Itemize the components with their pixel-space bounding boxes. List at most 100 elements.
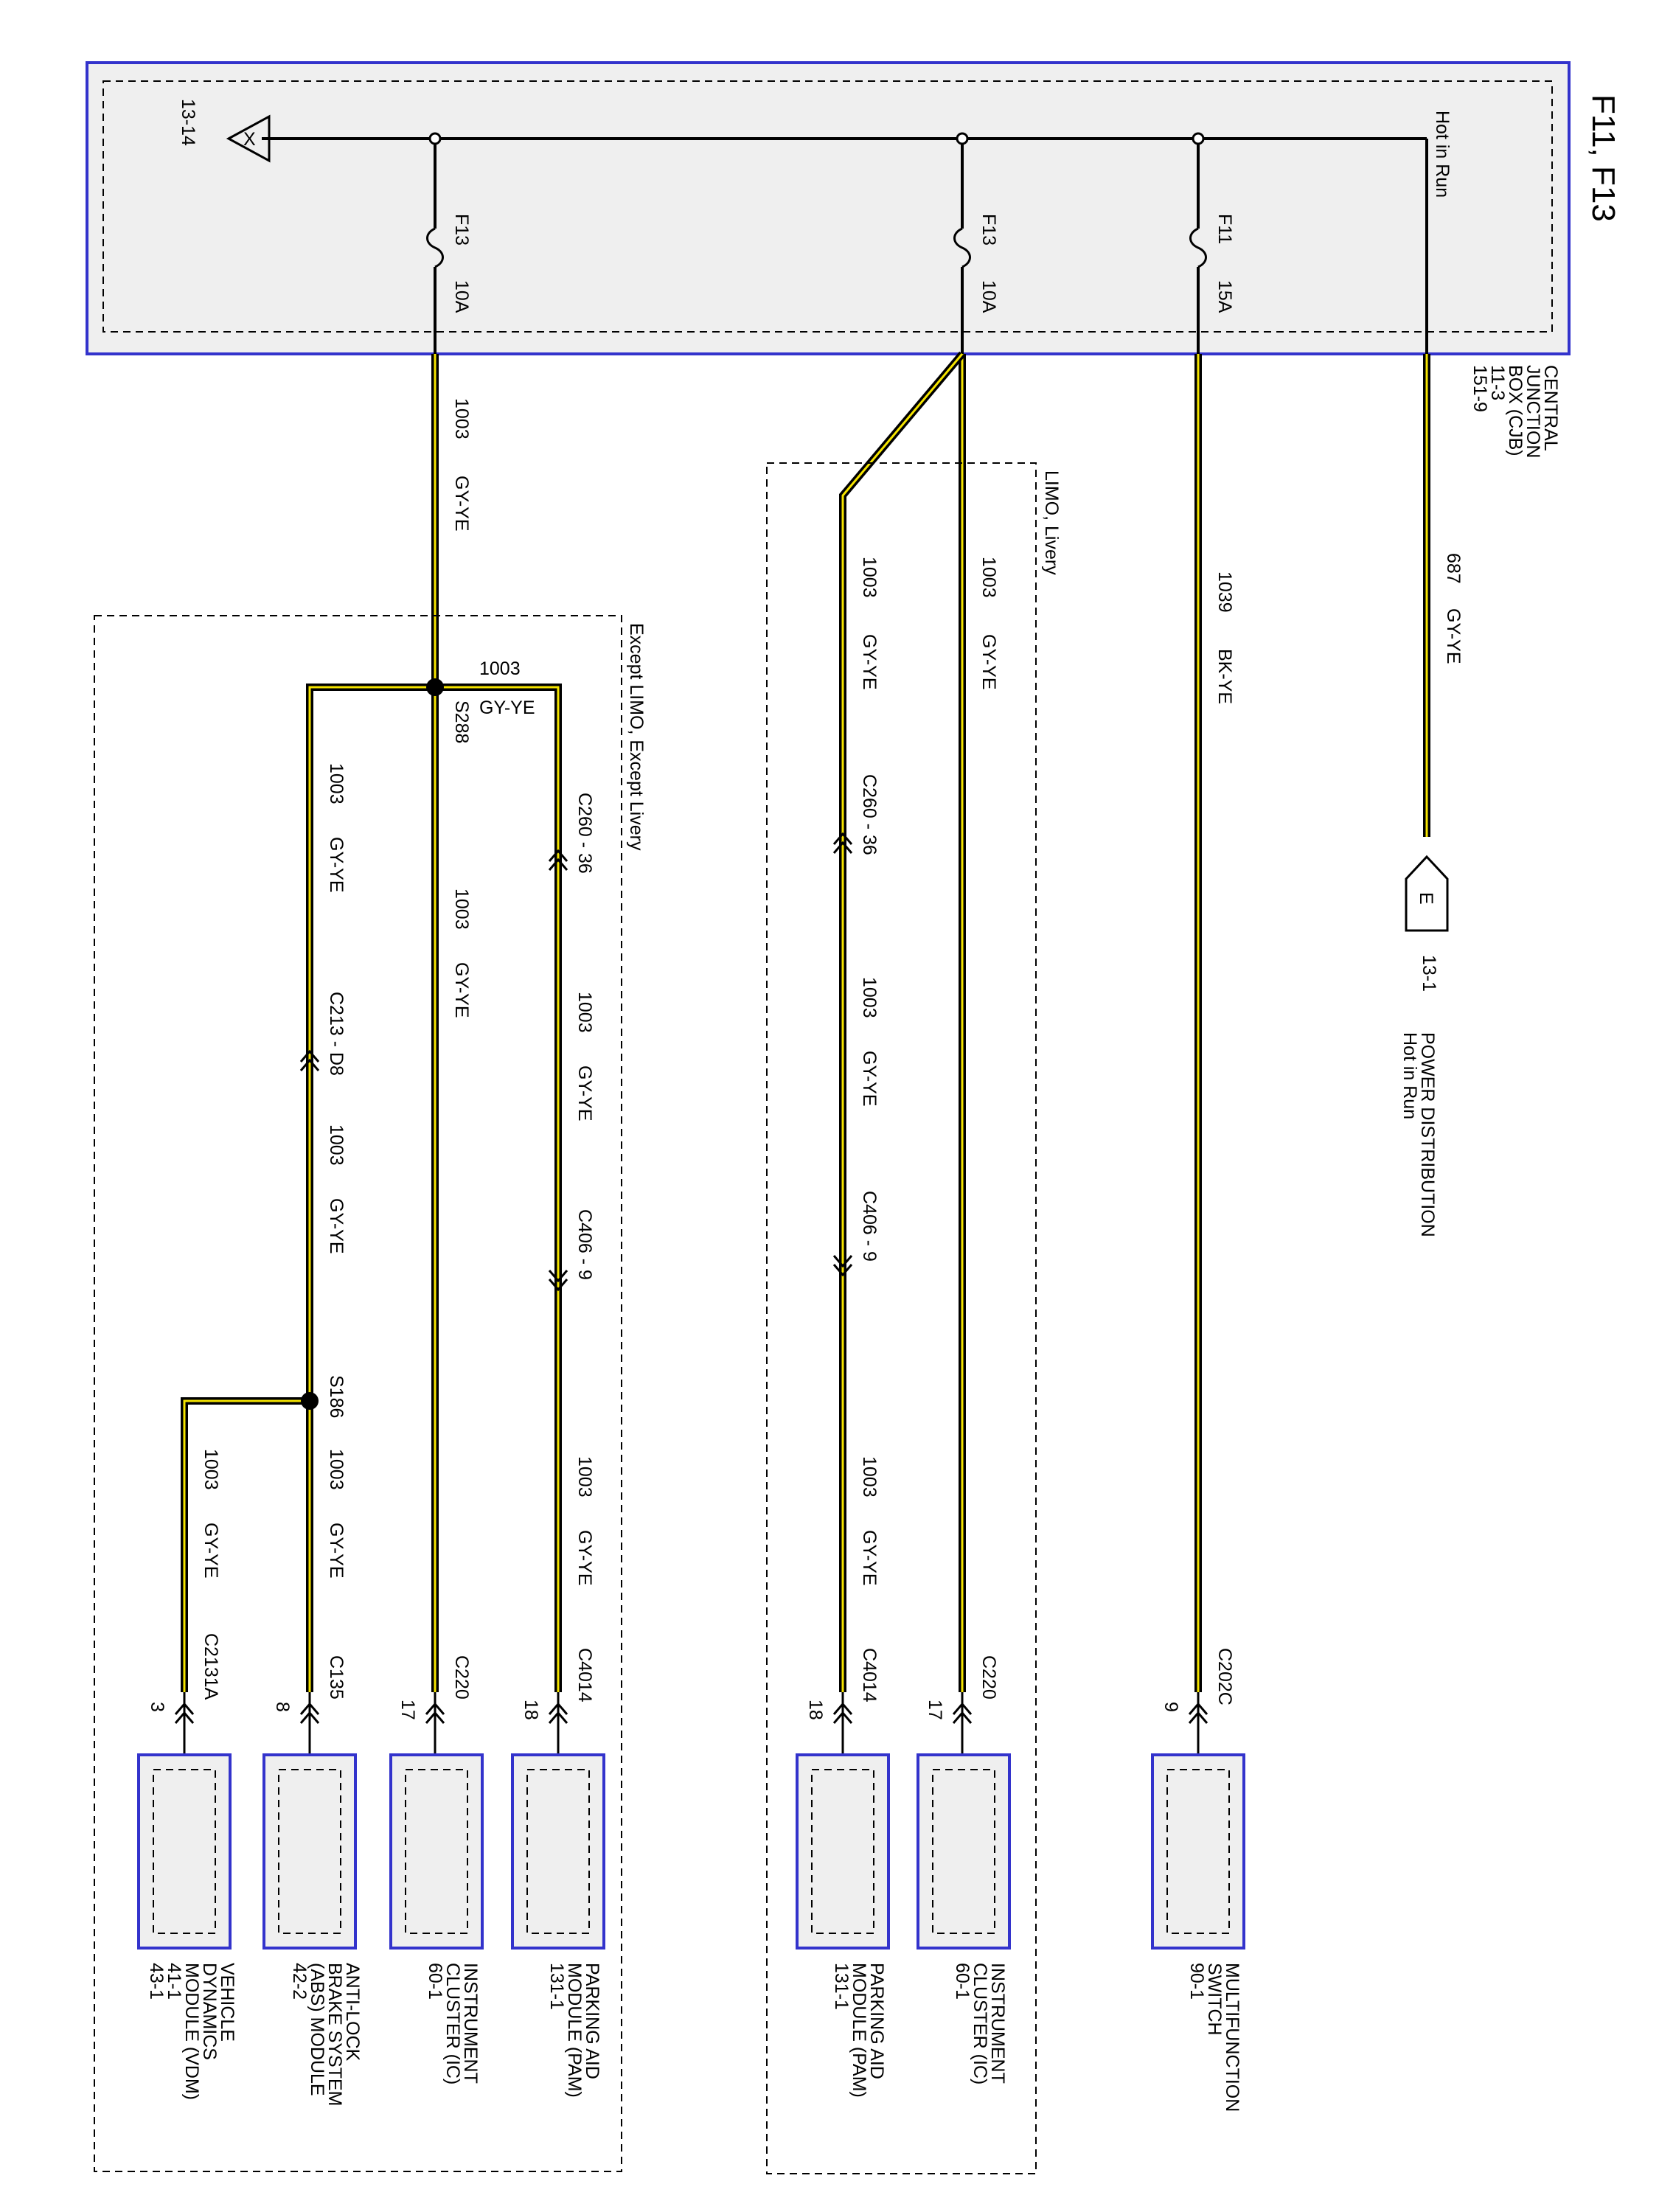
component-label-line: INSTRUMENT — [987, 1963, 1008, 2084]
instrument-cluster-label: INSTRUMENT CLUSTER (IC) 60-1 — [425, 1963, 481, 2084]
abs-module — [262, 1753, 357, 1950]
ground-symbol-label: X — [243, 129, 256, 150]
wire-color-label: BK-YE — [1214, 649, 1235, 704]
fuse-rating: 15A — [1214, 280, 1235, 313]
component-label-line: MODULE (PAM) — [849, 1963, 869, 2098]
cjb-label-line: CENTRAL — [1540, 365, 1561, 451]
wire-circuit-label: 1003 — [326, 1124, 347, 1166]
wire-circuit-label: 1003 — [201, 1449, 221, 1490]
component-label-line: SWITCH — [1204, 1963, 1225, 2036]
wire-color-label: GY-YE — [574, 1530, 595, 1586]
inline-connector-icon — [548, 849, 568, 871]
wire-circuit-label: 1039 — [1214, 571, 1235, 613]
wire-color-label: GY-YE — [1443, 608, 1464, 664]
ground-ref-label: 13-14 — [178, 99, 198, 146]
cjb-label-line: 11-3 — [1487, 365, 1508, 400]
inline-connector-icon — [832, 832, 853, 854]
component-label-line: PARKING AID — [866, 1963, 887, 2079]
component-label-line: MODULE (PAM) — [564, 1963, 585, 2098]
connector-label: C406 - 9 — [574, 1209, 595, 1280]
wire-circuit-label: 1003 — [326, 763, 347, 804]
fuse-icon — [1189, 227, 1207, 268]
wire-1003-vdm — [181, 1397, 310, 1692]
component-label-line: 41-1 — [164, 1963, 184, 2000]
fuse-name: F11 — [1214, 214, 1235, 244]
pin-number: 17 — [397, 1700, 418, 1720]
component-label-line: (ABS) MODULE — [307, 1963, 327, 2096]
component-label-line: MULTIFUNCTION — [1222, 1963, 1242, 2112]
component-label-line: BRAKE SYSTEM — [324, 1963, 345, 2107]
cjb-label-line: JUNCTION — [1523, 365, 1543, 458]
component-label-line: 90-1 — [1186, 1963, 1207, 2000]
component-label-line: ANTI-LOCK — [342, 1963, 363, 2062]
wire-color-label: GY-YE — [326, 1198, 347, 1254]
cjb-box — [86, 61, 1571, 355]
cjb-label-line: BOX (CJB) — [1505, 365, 1526, 456]
inline-connector-icon — [832, 1255, 853, 1277]
splice-s186 — [301, 1392, 319, 1410]
inline-connector-icon — [299, 1049, 320, 1071]
wire-color-label: GY-YE — [978, 634, 999, 690]
wire-color-label: GY-YE — [451, 476, 472, 532]
component-label-line: 42-2 — [289, 1963, 310, 2000]
page-title: F11, F13 — [1585, 94, 1621, 222]
connector-label: C260 - 36 — [574, 793, 595, 874]
wire-color-label: GY-YE — [479, 698, 535, 718]
connector-label: C4014 — [574, 1648, 595, 1703]
terminal-stubs — [183, 1692, 1200, 1755]
wire-color-label: GY-YE — [859, 1051, 880, 1107]
wire-circuit-label: 1003 — [978, 557, 999, 598]
pin-number: 3 — [147, 1702, 167, 1712]
fuse-rating: 10A — [451, 280, 472, 313]
parking-aid-label: PARKING AID MODULE (PAM) 131-1 — [546, 1963, 602, 2098]
power-distribution-label: POWER DISTRIBUTION — [1417, 1032, 1438, 1237]
pin-number: 9 — [1161, 1702, 1181, 1712]
power-distribution-label: Hot in Run — [1399, 1032, 1420, 1119]
inline-connector-icon — [548, 1270, 568, 1292]
parking-aid-label: PARKING AID MODULE (PAM) 131-1 — [831, 1963, 887, 2098]
except-limo-group — [94, 615, 622, 2172]
fuse-icon — [953, 227, 971, 268]
connector-label: C220 — [978, 1655, 999, 1700]
component-label-line: DYNAMICS — [199, 1963, 220, 2060]
wire-circuit-label: 1003 — [479, 658, 521, 679]
component-label-line: 60-1 — [952, 1963, 973, 2000]
multifunction-switch-module — [1151, 1753, 1245, 1950]
wire-circuit-label: 1003 — [859, 1456, 880, 1498]
splice-s288 — [426, 678, 444, 696]
abs-label: ANTI-LOCK BRAKE SYSTEM (ABS) MODULE 42-2 — [289, 1963, 363, 2107]
power-distribution-letter: E — [1416, 892, 1436, 905]
component-label-line: PARKING AID — [582, 1963, 602, 2079]
vdm-module — [137, 1753, 232, 1950]
wire-labels: 687 GY-YE 1039 BK-YE 1003 GY-YE 1003 GY-… — [201, 398, 1464, 1586]
fuse-icon — [426, 227, 444, 268]
cjb-inner-dashed — [102, 80, 1553, 333]
wire-circuit-label: 1003 — [326, 1449, 347, 1490]
component-label-line: INSTRUMENT — [460, 1963, 481, 2084]
instrument-cluster-label: INSTRUMENT CLUSTER (IC) 60-1 — [952, 1963, 1008, 2084]
component-label-line: VEHICLE — [217, 1963, 237, 2042]
wire-circuit-label: 1003 — [859, 977, 880, 1018]
wire-color-label: GY-YE — [451, 962, 472, 1018]
wire-1003-pam — [435, 684, 562, 1692]
wire-color-label: GY-YE — [326, 1523, 347, 1579]
wire-circuit-label: 1003 — [859, 557, 880, 598]
fuse-branches — [428, 132, 1205, 354]
wire-color-label: GY-YE — [859, 1530, 880, 1586]
connector-label: C2131A — [201, 1633, 221, 1700]
wire-color-label: GY-YE — [326, 837, 347, 893]
pin-number: 17 — [925, 1700, 945, 1720]
wire-circuit-label: 687 — [1443, 553, 1464, 584]
wire-color-label: GY-YE — [859, 634, 880, 690]
connector-label: C220 — [451, 1655, 472, 1700]
splice-label: S288 — [451, 700, 472, 743]
limo-livery-label: LIMO, Livery — [1041, 470, 1062, 575]
component-label-line: 43-1 — [146, 1963, 167, 2000]
power-distribution-connector-icon — [1405, 855, 1449, 932]
pin-number: 8 — [272, 1702, 293, 1712]
component-label-line: 131-1 — [831, 1963, 852, 2010]
parking-aid-module — [796, 1753, 890, 1950]
cjb-label-line: 151-9 — [1470, 365, 1490, 412]
fuse-name: F13 — [451, 214, 472, 246]
pin-number: 18 — [805, 1700, 826, 1720]
